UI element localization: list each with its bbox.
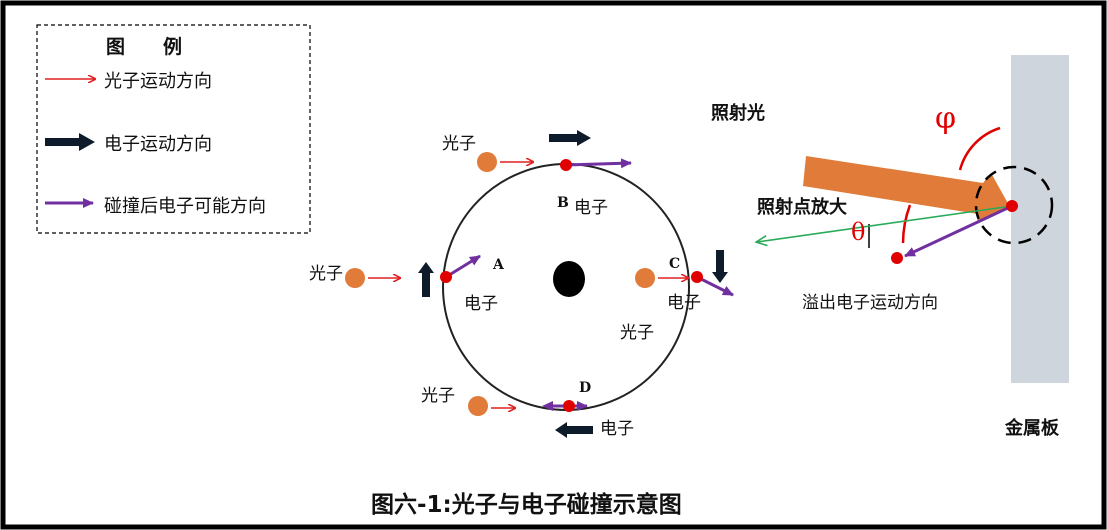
nucleus bbox=[553, 261, 585, 297]
electron-a bbox=[440, 271, 452, 283]
electron-label-c: 电子 bbox=[667, 293, 701, 313]
legend-photon-label: 光子运动方向 bbox=[104, 71, 212, 92]
impact-point bbox=[1006, 200, 1018, 212]
scatter-arrow-b bbox=[565, 158, 632, 169]
electron-b bbox=[560, 159, 572, 171]
electron-label-a: 电子 bbox=[464, 294, 498, 314]
electron-arrow-b bbox=[549, 130, 591, 146]
incident-light-beam bbox=[803, 156, 1010, 224]
scattered-photon-arrow bbox=[757, 205, 1013, 242]
photon-d bbox=[468, 396, 488, 416]
point-letter-b: B bbox=[557, 195, 569, 211]
photon-label-b: 光子 bbox=[442, 134, 476, 154]
photon-c bbox=[635, 268, 655, 288]
theta-symbol: θ bbox=[851, 218, 866, 246]
photon-label-a: 光子 bbox=[309, 264, 343, 284]
zoom-label: 照射点放大 bbox=[757, 197, 847, 218]
electron-arrow-d bbox=[555, 422, 593, 438]
metal-plate-label: 金属板 bbox=[1005, 418, 1059, 439]
electron-d bbox=[563, 400, 575, 412]
electron-arrow-c bbox=[712, 250, 728, 283]
electron-label-b: 电子 bbox=[574, 198, 608, 218]
escaping-electron bbox=[891, 252, 903, 264]
phi-symbol: φ bbox=[935, 101, 957, 136]
photon-label-c: 光子 bbox=[620, 323, 654, 343]
theta-arc bbox=[901, 204, 912, 244]
photon-a bbox=[345, 268, 365, 288]
photon-label-d: 光子 bbox=[421, 386, 455, 406]
scatter-arrow-c bbox=[696, 275, 734, 297]
phi-arc bbox=[958, 126, 1001, 171]
electron-c bbox=[691, 271, 703, 283]
electron-arrow-a bbox=[418, 262, 434, 297]
escaping-electron-arrow bbox=[904, 204, 1013, 258]
legend-box bbox=[36, 24, 311, 234]
light-label: 照射光 bbox=[711, 103, 765, 124]
escape-direction-label: 溢出电子运动方向 bbox=[802, 293, 938, 313]
legend-electron-label: 电子运动方向 bbox=[104, 134, 212, 155]
electron-label-d: 电子 bbox=[600, 419, 634, 439]
photon-b bbox=[477, 152, 497, 172]
figure-caption: 图六-1:光子与电子碰撞示意图 bbox=[371, 492, 682, 518]
point-letter-c: C bbox=[669, 256, 681, 272]
point-letter-d: D bbox=[579, 380, 592, 396]
scatter-arrow-a bbox=[445, 254, 481, 279]
metal-plate bbox=[1011, 55, 1069, 383]
legend-electron-arrow bbox=[45, 133, 95, 151]
legend-title: 图 例 bbox=[106, 36, 183, 58]
legend-scatter-label: 碰撞后电子可能方向 bbox=[104, 196, 266, 217]
zoom-circle bbox=[974, 165, 1054, 245]
point-letter-a: A bbox=[493, 257, 504, 273]
